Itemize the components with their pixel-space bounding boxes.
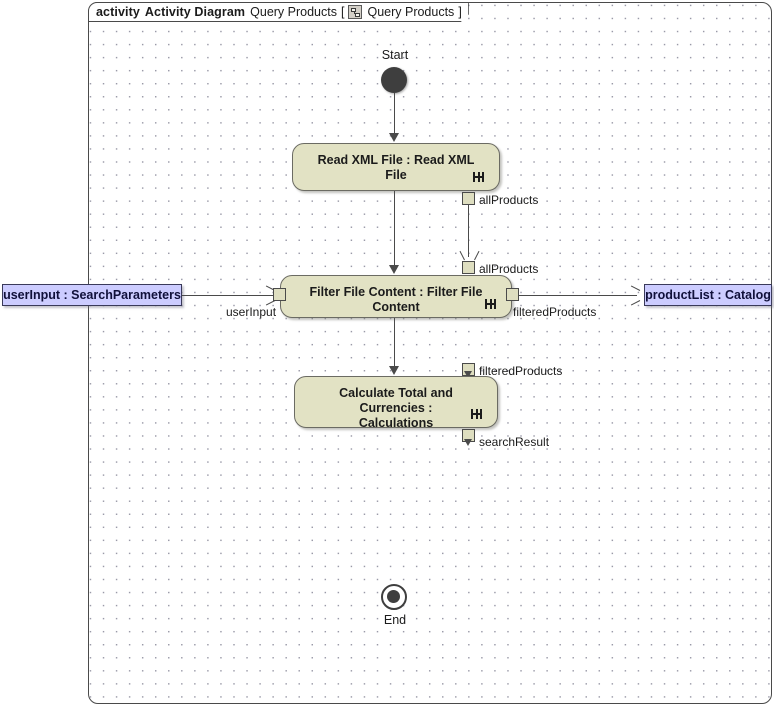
edge-filter-to-productlist xyxy=(519,294,637,296)
edge-start-to-read xyxy=(393,93,395,135)
object-node-productlist-label: productList : Catalog xyxy=(645,288,771,302)
action-read-xml-file[interactable]: Read XML File : Read XML File xyxy=(292,143,500,191)
action-filter-file-content-label: Filter File Content : Filter File Conten… xyxy=(309,285,483,314)
edge-filter-to-calc xyxy=(393,318,395,368)
frame-bracket-close: ] xyxy=(458,5,462,19)
pin-filter-in-userinput[interactable] xyxy=(273,288,286,301)
edge-read-to-filter xyxy=(393,191,395,267)
edge-userinput-to-filter xyxy=(182,294,273,296)
activity-frame-header: activity Activity Diagram Query Products… xyxy=(88,2,469,22)
frame-diagram-name: Query Products xyxy=(250,5,337,19)
pin-filter-in-userinput-label: userInput xyxy=(226,305,277,319)
arrowhead-allproducts-flow xyxy=(463,250,474,259)
pin-filter-in-allproducts-label: allProducts xyxy=(479,262,539,276)
rake-icon xyxy=(484,297,497,310)
edge-allproducts-flow xyxy=(468,205,469,257)
arrowhead-calc-out-searchresult xyxy=(464,439,472,446)
arrowhead-filter-to-calc xyxy=(389,366,399,375)
pin-filter-out-filteredproducts[interactable] xyxy=(506,288,519,301)
end-node-label: End xyxy=(383,613,407,627)
pin-calc-out-searchresult-label: searchResult xyxy=(479,435,550,449)
arrowhead-start-to-read xyxy=(389,133,399,142)
object-node-userinput-label: userInput : SearchParameters xyxy=(3,288,181,302)
action-read-xml-file-label: Read XML File : Read XML File xyxy=(317,153,475,182)
start-node-label: Start xyxy=(381,48,409,62)
action-calculate-total-and-currencies[interactable]: Calculate Total and Currencies : Calcula… xyxy=(294,376,498,430)
action-filter-file-content[interactable]: Filter File Content : Filter File Conten… xyxy=(280,275,512,318)
activity-frame xyxy=(88,2,772,704)
frame-type-label: Activity Diagram xyxy=(144,5,246,19)
frame-keyword: activity xyxy=(96,5,140,19)
arrowhead-read-to-filter xyxy=(389,265,399,274)
object-node-productlist[interactable]: productList : Catalog xyxy=(644,284,772,306)
rake-icon xyxy=(472,170,485,183)
frame-ref-name: Query Products xyxy=(367,5,455,19)
frame-bracket-open: [ xyxy=(340,5,345,19)
action-calculate-total-and-currencies-label: Calculate Total and Currencies : Calcula… xyxy=(339,386,453,430)
pin-read-out-allproducts[interactable] xyxy=(462,192,475,205)
pin-filter-out-filteredproducts-label: filteredProducts xyxy=(513,305,597,319)
diagram-icon xyxy=(348,5,362,19)
object-node-userinput[interactable]: userInput : SearchParameters xyxy=(2,284,182,306)
pin-filter-in-allproducts[interactable] xyxy=(462,261,475,274)
pin-calc-in-filteredproducts-label: filteredProducts xyxy=(479,364,563,378)
pin-read-out-allproducts-label: allProducts xyxy=(479,193,539,207)
initial-node-icon[interactable] xyxy=(381,67,407,93)
arrowhead-calc-in-filteredproducts xyxy=(464,371,472,378)
final-node-icon[interactable] xyxy=(381,584,407,610)
rake-icon xyxy=(470,407,483,420)
